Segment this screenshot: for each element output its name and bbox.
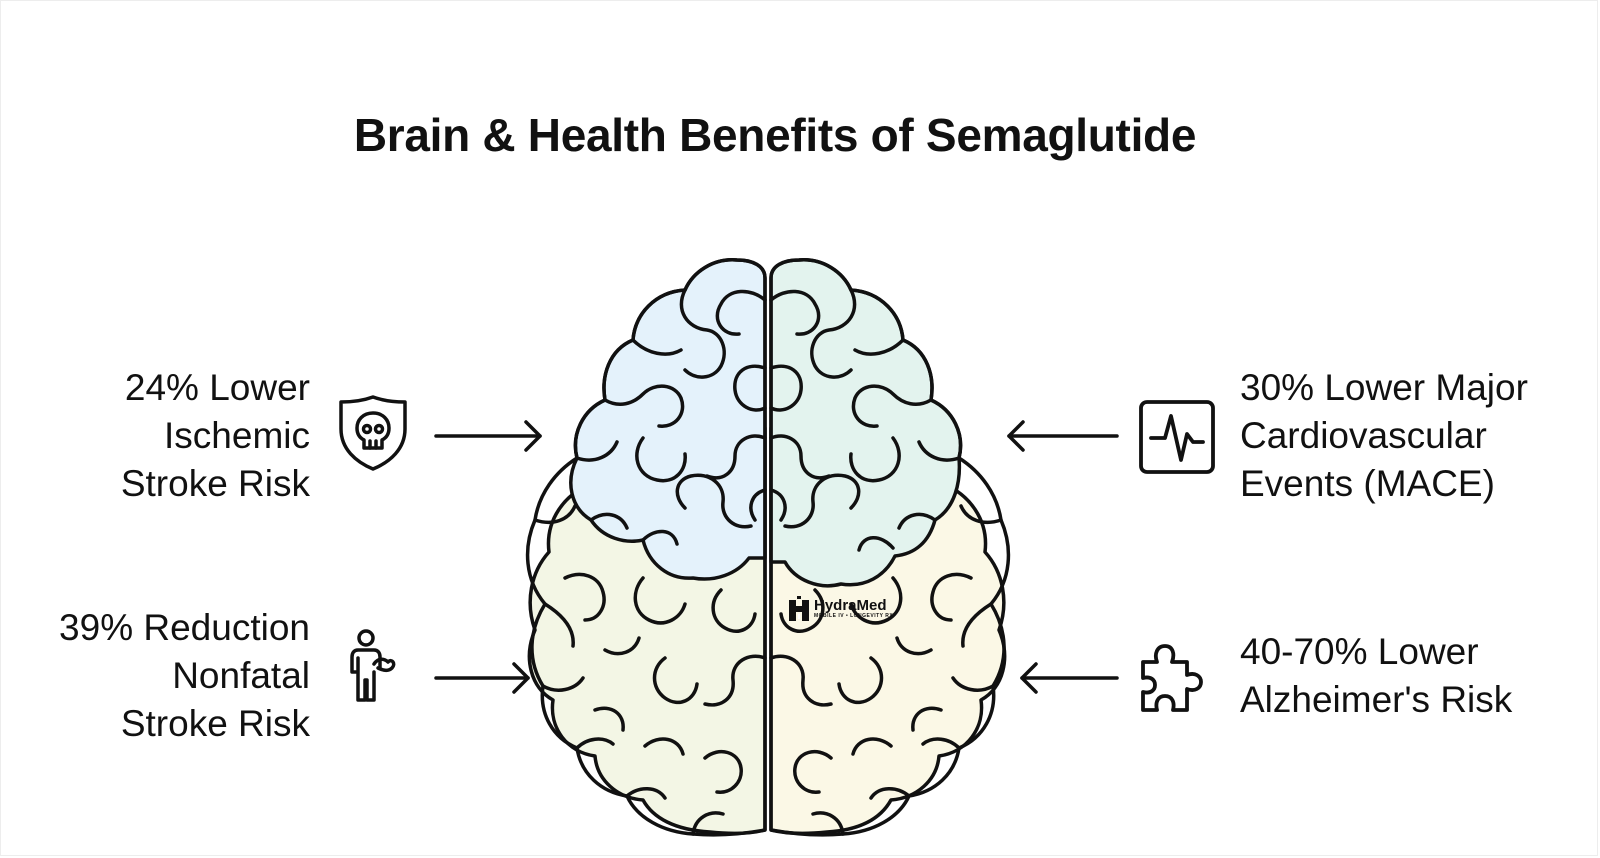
benefit-ischemic-stroke-label: 24% Lower Ischemic Stroke Risk [121,364,310,508]
arrow-right-icon [434,662,530,694]
benefit-line: Stroke Risk [120,463,310,504]
benefit-line: Stroke Risk [120,703,310,744]
benefit-line: Cardiovascular [1240,415,1487,456]
shield-skull-icon [339,395,407,471]
benefit-nonfatal-stroke-label: 39% Reduction Nonfatal Stroke Risk [59,604,310,748]
benefit-alzheimers-label: 40-70% Lower Alzheimer's Risk [1240,628,1512,724]
benefit-line: Alzheimer's Risk [1240,679,1513,720]
arrow-right-icon [434,420,542,452]
hydramed-logo: HydraMed MOBILE IV • LONGEVITY RX [788,596,893,622]
benefit-line: 39% Reduction [59,607,310,648]
arrow-left-icon [1020,662,1119,694]
diagram-title: Brain & Health Benefits of Semaglutide [353,109,1197,161]
person-stroke-icon [350,629,396,702]
logo-name: HydraMed [814,597,887,614]
hydramed-logo-mark [789,596,809,621]
logo-tagline: MOBILE IV • LONGEVITY RX [814,613,894,619]
benefit-line: Ischemic [164,415,310,456]
benefit-line: Nonfatal [172,655,310,696]
benefit-line: Events (MACE) [1240,463,1495,504]
benefit-line: 40-70% Lower [1240,631,1479,672]
benefit-line: 30% Lower Major [1240,367,1528,408]
brain-illustration [525,258,1011,837]
arrow-left-icon [1007,420,1119,452]
benefit-line: 24% Lower [124,367,310,408]
benefit-mace-label: 30% Lower Major Cardiovascular Events (M… [1240,364,1528,508]
puzzle-piece-icon [1141,644,1203,712]
heartbeat-monitor-icon [1139,400,1215,474]
